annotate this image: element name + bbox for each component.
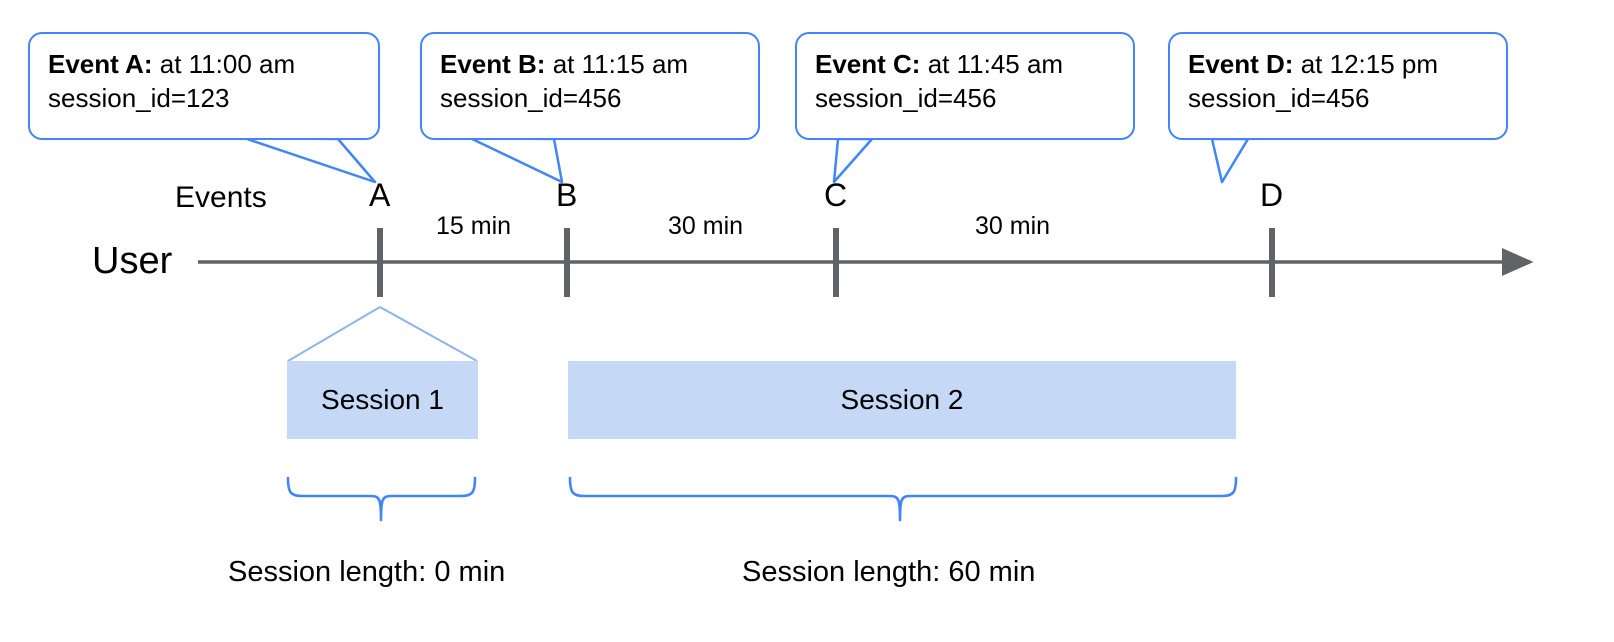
session1-brace	[286, 476, 477, 522]
callout-tail-c	[832, 137, 874, 184]
callout-event-b: Event B: at 11:15 am session_id=456	[420, 32, 760, 140]
callout-session-id: session_id=123	[48, 82, 230, 113]
callout-title: Event B:	[440, 49, 546, 79]
callout-time: at 11:45 am	[927, 49, 1064, 79]
callout-time: at 12:15 pm	[1300, 49, 1439, 79]
session-bar-1: Session 1	[287, 361, 478, 439]
session-bar-2: Session 2	[568, 361, 1236, 439]
callout-time: at 11:15 am	[552, 49, 689, 79]
event-letter-a: A	[369, 177, 391, 213]
session-bar-label: Session 1	[321, 384, 444, 415]
callout-title: Event A:	[48, 49, 153, 79]
callout-tail-a	[242, 136, 377, 184]
callout-title: Event D:	[1188, 49, 1294, 79]
callout-event-c: Event C: at 11:45 am session_id=456	[795, 32, 1135, 140]
gap-label-b-c: 30 min	[668, 212, 744, 240]
callout-time: at 11:00 am	[159, 49, 296, 79]
gap-label-a-b: 15 min	[436, 212, 512, 240]
session-length-label-1: Session length: 0 min	[228, 556, 506, 588]
event-letter-b: B	[556, 177, 578, 213]
callout-tail-d	[1210, 137, 1250, 184]
session2-brace	[568, 476, 1238, 522]
session-bar-label: Session 2	[840, 384, 964, 415]
gap-label-c-d: 30 min	[975, 212, 1051, 240]
callout-session-id: session_id=456	[440, 82, 622, 113]
callout-line-1: Event B: at 11:15 am	[440, 48, 740, 82]
callout-title: Event C:	[815, 49, 921, 79]
callout-tail-b	[468, 136, 564, 184]
callout-session-id: session_id=456	[1188, 82, 1370, 113]
callout-event-a: Event A: at 11:00 am session_id=123	[28, 32, 380, 140]
callout-line-1: Event D: at 12:15 pm	[1188, 48, 1488, 82]
callout-line-1: Event A: at 11:00 am	[48, 48, 360, 82]
callout-session-id: session_id=456	[815, 82, 997, 113]
session-length-label-2: Session length: 60 min	[742, 556, 1036, 588]
session1-funnel	[287, 306, 478, 362]
callout-event-d: Event D: at 12:15 pm session_id=456	[1168, 32, 1508, 140]
row-label-events: Events	[175, 181, 267, 214]
event-letter-d: D	[1260, 177, 1284, 213]
event-letter-c: C	[824, 177, 848, 213]
callout-line-1: Event C: at 11:45 am	[815, 48, 1115, 82]
row-label-user: User	[92, 240, 173, 282]
